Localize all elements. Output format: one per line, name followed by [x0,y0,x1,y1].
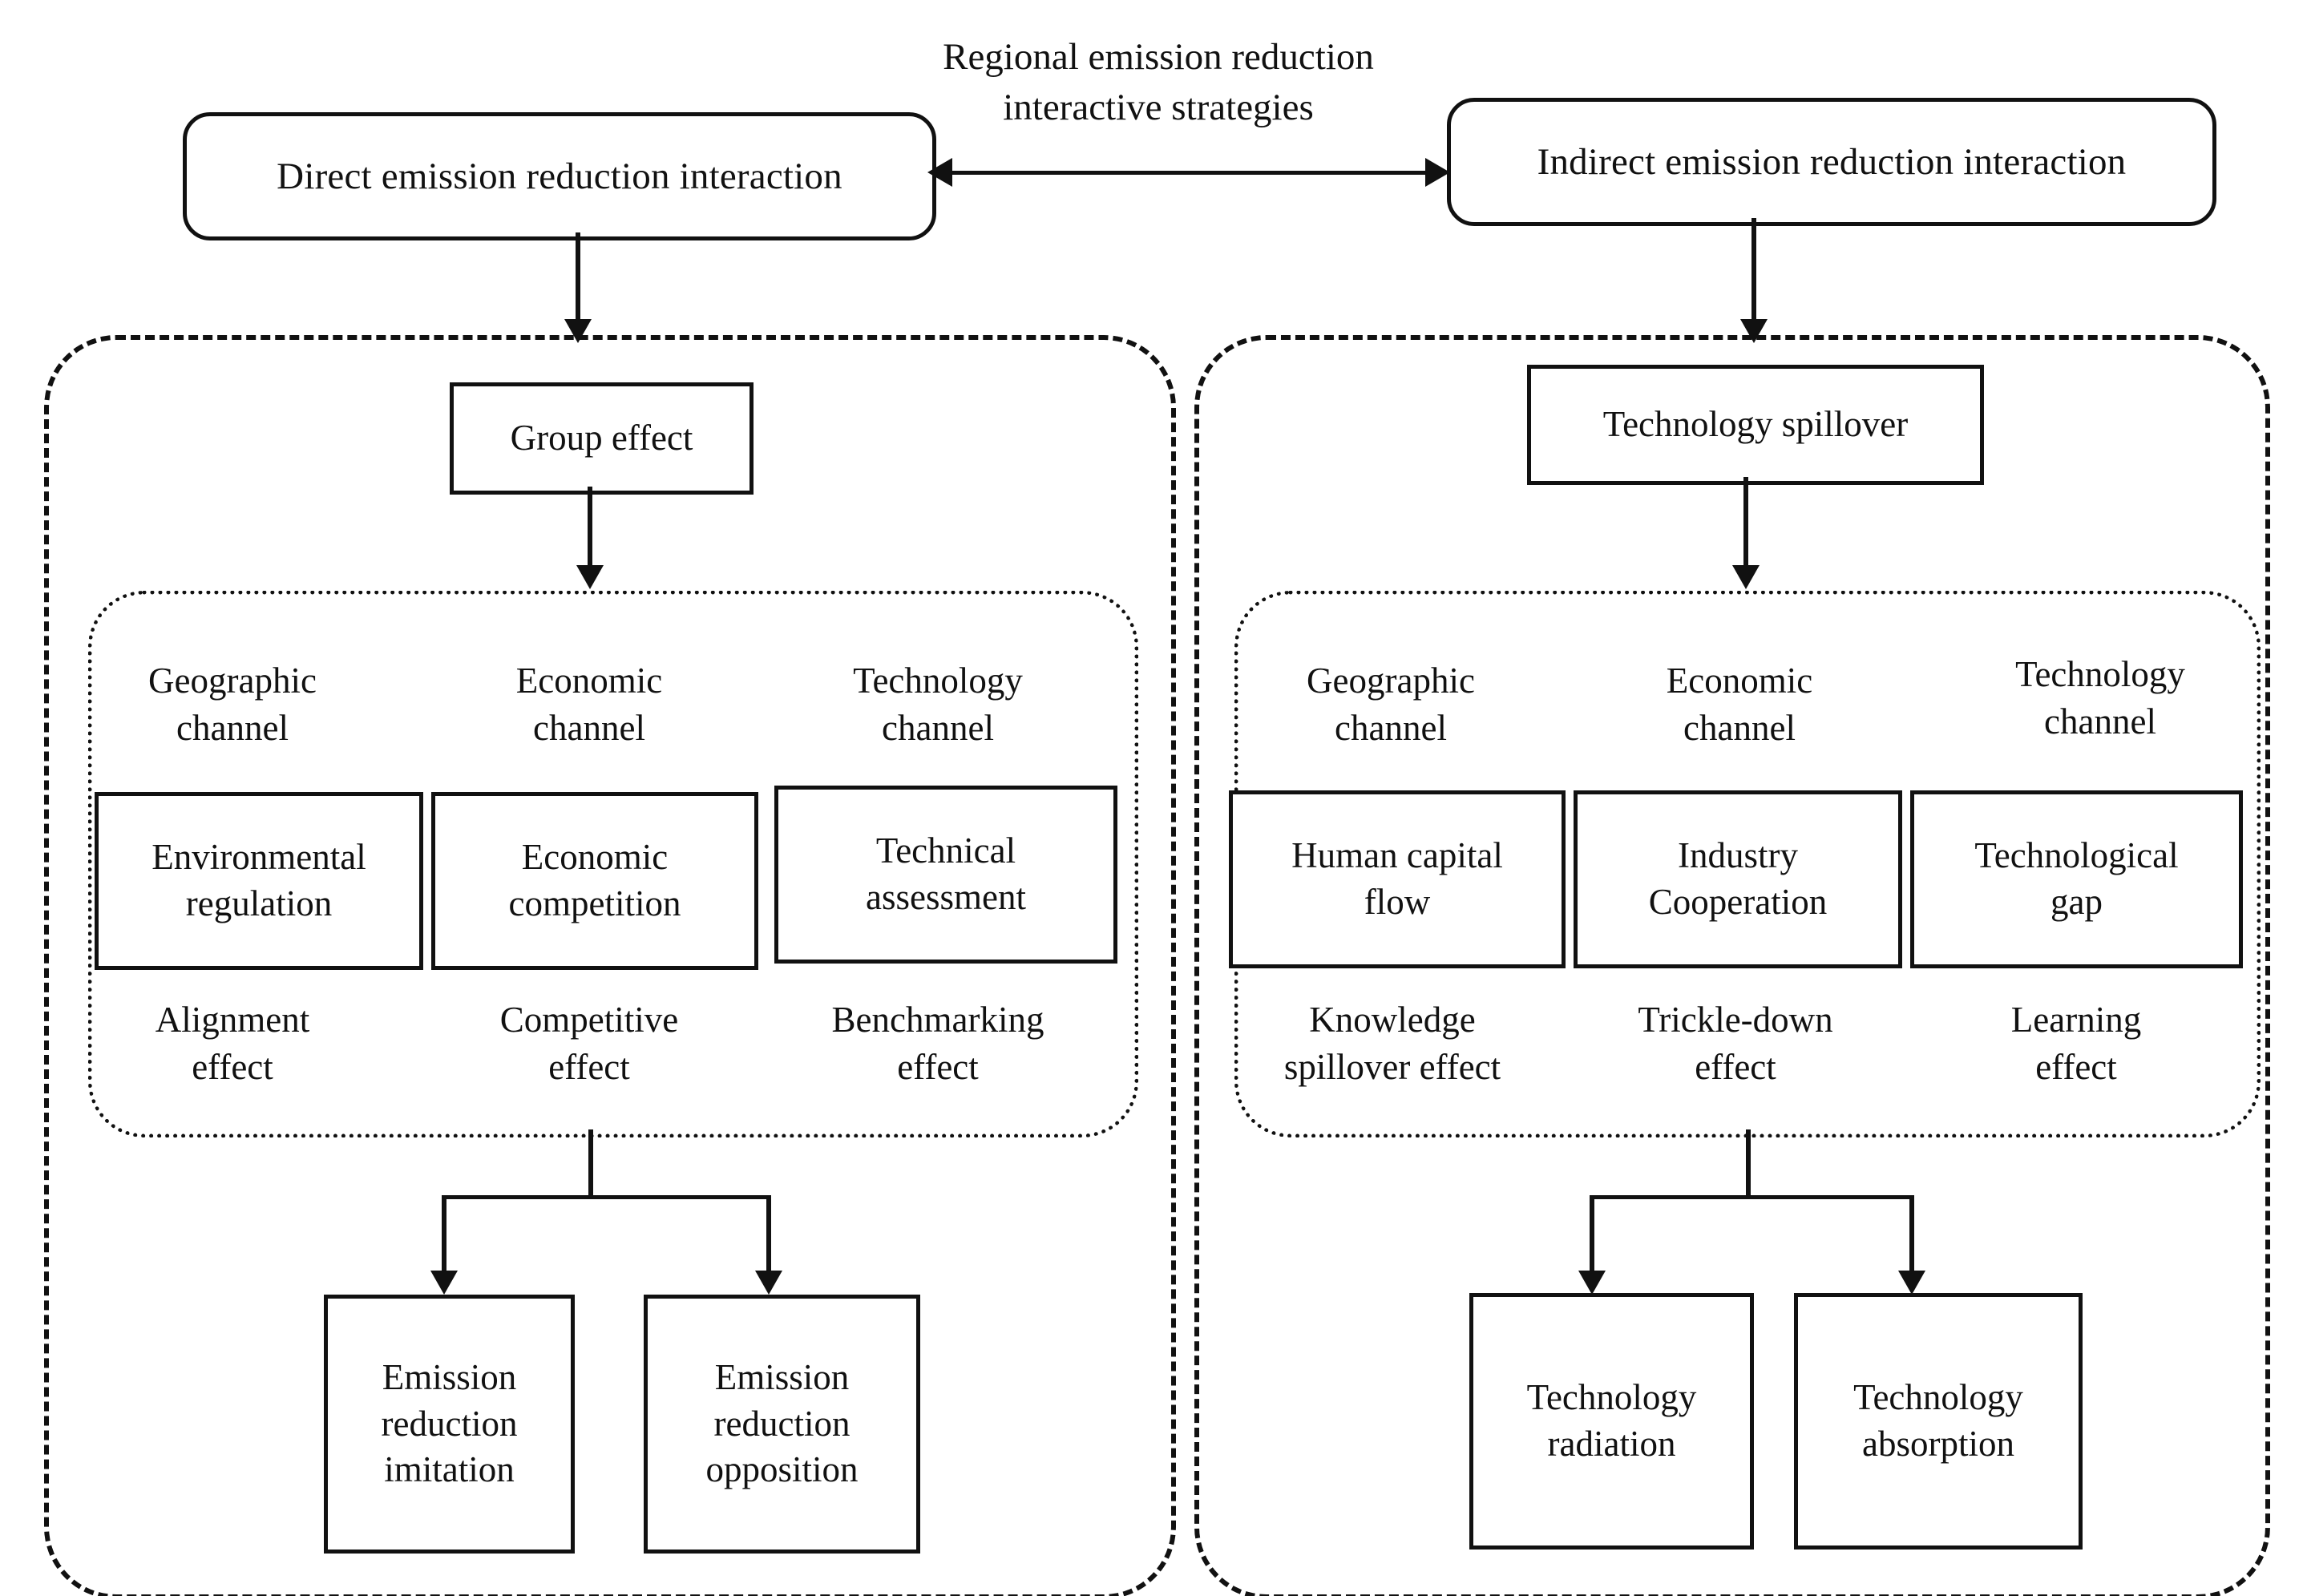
diagram-title: Regional emission reduction interactive … [943,36,1374,128]
right-driver-to-channels-arrow [1732,565,1760,589]
left-outcome-branch-line-1 [442,1195,446,1275]
left-outcome-box-imitation[interactable]: Emission reduction imitation [324,1295,575,1554]
right-branch-panel [1194,335,2270,1596]
right-outcome-box-absorption[interactable]: Technology absorption [1794,1293,2083,1550]
right-channel-label-technology: Technology channel [2015,654,2185,742]
right-driver-box[interactable]: Technology spillover [1527,365,1984,485]
left-effect-label-competitive: Competitive effect [499,1000,679,1088]
left-outcome-arrow-1 [430,1271,458,1295]
right-outcome-branch-line-1 [1590,1195,1594,1275]
right-outcome-arrow-1 [1578,1271,1606,1295]
right-outcome-box-radiation[interactable]: Technology radiation [1469,1293,1754,1550]
right-effect-label-trickle-down: Trickle-down effect [1638,1000,1833,1088]
left-channel-label-technology: Technology channel [853,661,1023,749]
right-mechanism-box-human-capital-flow[interactable]: Human capital flow [1229,790,1566,968]
left-outcomes-fork-bar [442,1195,771,1199]
right-driver-to-channels-line [1743,477,1748,567]
bidirectional-arrow-right-head [1425,158,1450,187]
left-driver-to-channels-arrow [576,565,604,589]
right-mechanism-box-industry-cooperation[interactable]: Industry Cooperation [1574,790,1902,968]
left-outcome-box-opposition[interactable]: Emission reduction opposition [644,1295,920,1554]
left-effect-label-benchmarking: Benchmarking effect [831,1000,1044,1088]
left-mechanism-box-environmental-regulation[interactable]: Environmental regulation [95,792,423,970]
left-header-to-driver-arrow [564,319,592,343]
right-channel-label-economic: Economic channel [1666,661,1813,749]
right-outcome-branch-line-2 [1909,1195,1914,1275]
left-driver-to-channels-line [588,487,592,567]
left-channels-panel [88,591,1138,1137]
right-mechanism-box-technological-gap[interactable]: Technological gap [1910,790,2243,968]
left-outcome-arrow-2 [755,1271,782,1295]
bidirectional-arrow-left-head [927,158,952,187]
left-mechanism-box-technical-assessment[interactable]: Technical assessment [774,786,1117,964]
right-outcomes-fork-bar [1590,1195,1914,1199]
left-mechanism-box-economic-competition[interactable]: Economic competition [431,792,758,970]
right-effect-label-knowledge-spillover: Knowledge spillover effect [1283,1000,1501,1088]
left-branch-panel [44,335,1176,1596]
right-channels-to-outcomes-stem [1746,1129,1751,1198]
right-channel-label-geographic: Geographic channel [1307,661,1475,749]
bidirectional-connector-line [950,171,1429,175]
left-channel-label-geographic: Geographic channel [148,661,317,749]
right-branch-header[interactable]: Indirect emission reduction interaction [1447,98,2216,226]
left-driver-box[interactable]: Group effect [450,382,754,495]
right-effect-label-learning: Learning effect [2010,1000,2142,1088]
left-header-to-driver-line [576,232,580,322]
left-branch-header[interactable]: Direct emission reduction interaction [183,112,936,240]
left-outcome-branch-line-2 [766,1195,771,1275]
right-header-to-driver-arrow [1740,319,1768,343]
left-channels-to-outcomes-stem [588,1129,593,1198]
left-channel-label-economic: Economic channel [515,661,663,749]
left-effect-label-alignment: Alignment effect [155,1000,310,1088]
right-outcome-arrow-2 [1898,1271,1925,1295]
right-header-to-driver-line [1751,218,1756,322]
